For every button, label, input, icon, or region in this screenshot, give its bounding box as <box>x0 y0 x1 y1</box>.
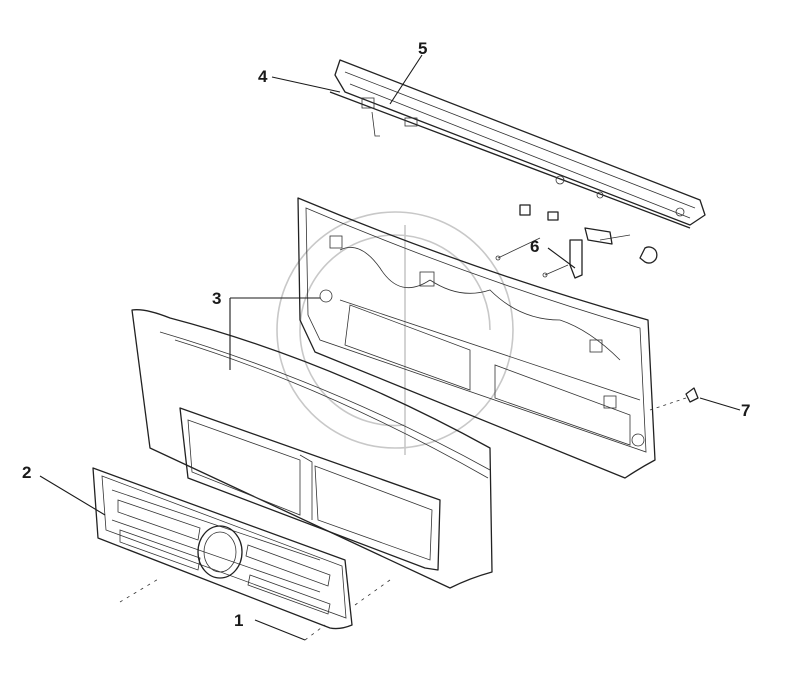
part-inner-panel <box>297 197 656 479</box>
watermark-logo <box>276 211 514 455</box>
callout-4: 4 <box>258 67 268 86</box>
callout-2: 2 <box>22 463 31 482</box>
part-cross-beam <box>329 59 706 229</box>
part-clip <box>649 387 699 411</box>
part-grille-housing <box>131 309 493 589</box>
leader-lines <box>39 54 741 641</box>
callout-5: 5 <box>418 39 427 58</box>
callout-3: 3 <box>212 289 221 308</box>
part-front-grille <box>92 467 353 630</box>
callout-6: 6 <box>530 237 539 256</box>
callout-1: 1 <box>234 611 243 630</box>
part-bracket-set <box>495 204 658 279</box>
callout-7: 7 <box>741 401 750 420</box>
